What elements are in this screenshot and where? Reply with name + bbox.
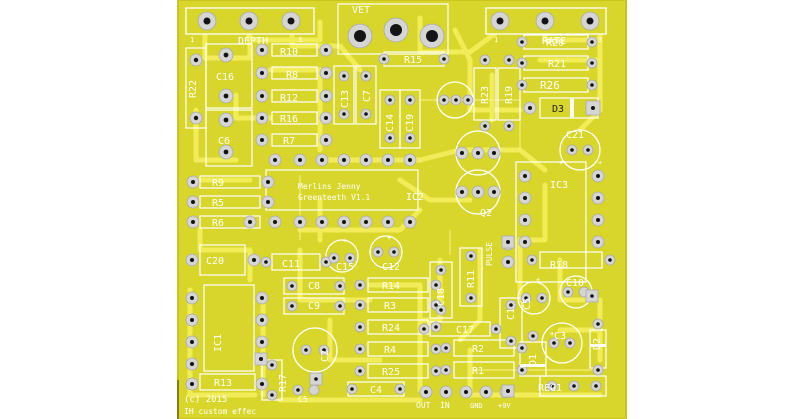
svg-text:R24: R24 [382, 323, 400, 334]
label-depth: DEPTH [238, 36, 268, 47]
silkscreen-labels: DEPTH RATE 1 3 1 3 VET R10 R8 R12 R16 R7… [184, 5, 603, 416]
svg-text:C8: C8 [308, 281, 320, 292]
svg-text:R16: R16 [280, 114, 298, 125]
svg-text:R14: R14 [382, 281, 400, 292]
svg-text:IC2: IC2 [406, 192, 424, 203]
svg-text:R23: R23 [480, 86, 491, 104]
svg-text:R7: R7 [283, 136, 295, 147]
svg-text:IN: IN [440, 401, 450, 410]
svg-text:REG1: REG1 [538, 383, 562, 394]
svg-text:R11: R11 [466, 270, 477, 288]
svg-text:C5: C5 [298, 395, 308, 404]
svg-text:R20: R20 [546, 38, 564, 49]
svg-text:+: + [387, 234, 391, 242]
svg-text:R5: R5 [212, 198, 224, 209]
svg-text:R21: R21 [548, 59, 566, 70]
brand-line-2: Greenteeth V1.1 [298, 193, 370, 202]
svg-text:C2: C2 [320, 350, 331, 362]
svg-text:R25: R25 [382, 367, 400, 378]
brand-line-1: Merlins Jenny [298, 182, 361, 191]
svg-text:R1: R1 [472, 366, 484, 377]
svg-text:R19: R19 [504, 86, 515, 104]
svg-text:Q2: Q2 [480, 208, 492, 219]
svg-text:C19: C19 [405, 114, 416, 132]
svg-text:C7: C7 [362, 90, 373, 102]
svg-text:D1: D1 [528, 354, 539, 366]
svg-text:1: 1 [494, 36, 498, 44]
svg-text:C15: C15 [336, 262, 354, 273]
svg-text:C6: C6 [218, 136, 230, 147]
svg-text:C18: C18 [436, 288, 447, 306]
svg-text:R8: R8 [286, 70, 298, 81]
svg-text:C10: C10 [566, 278, 584, 289]
svg-text:1: 1 [190, 36, 194, 44]
svg-text:(c) 2015: (c) 2015 [184, 395, 227, 405]
svg-text:3: 3 [298, 36, 302, 44]
svg-text:R12: R12 [280, 93, 298, 104]
svg-text:R6: R6 [212, 218, 224, 229]
svg-text:R10: R10 [280, 47, 298, 58]
svg-text:C14: C14 [385, 114, 396, 132]
svg-text:IH custom effec: IH custom effec [184, 407, 256, 416]
svg-text:R22: R22 [188, 80, 199, 98]
svg-text:R13: R13 [214, 378, 232, 389]
svg-text:D3: D3 [552, 104, 564, 115]
svg-text:R9: R9 [212, 178, 224, 189]
svg-text:R26: R26 [540, 79, 560, 92]
svg-text:R17: R17 [278, 374, 289, 392]
svg-text:+: + [598, 159, 602, 167]
pads [185, 11, 616, 401]
label-rate: RATE [542, 36, 566, 47]
svg-text:C12: C12 [382, 262, 400, 273]
label-vet: VET [352, 5, 370, 16]
svg-text:C20: C20 [206, 256, 224, 267]
svg-text:R15: R15 [404, 55, 422, 66]
svg-text:C9: C9 [308, 301, 320, 312]
svg-text:3: 3 [598, 36, 602, 44]
svg-text:+: + [536, 276, 540, 284]
svg-text:R2: R2 [472, 344, 484, 355]
svg-text:C21: C21 [566, 130, 584, 141]
svg-text:C17: C17 [456, 325, 474, 336]
svg-text:C11: C11 [282, 259, 300, 270]
svg-text:C4: C4 [370, 385, 382, 396]
svg-text:+: + [343, 237, 347, 245]
svg-text:+9V: +9V [498, 402, 511, 410]
svg-text:C16: C16 [216, 72, 234, 83]
svg-text:IC3: IC3 [550, 180, 568, 191]
svg-text:C1: C1 [506, 308, 517, 320]
svg-text:PULSE: PULSE [485, 242, 494, 266]
svg-text:R4: R4 [384, 345, 396, 356]
silkscreen-outlines [185, 3, 607, 401]
svg-text:GND: GND [470, 402, 483, 410]
svg-text:R3: R3 [384, 301, 396, 312]
svg-text:OUT: OUT [416, 401, 431, 410]
svg-text:C5: C5 [522, 298, 533, 310]
svg-text:D2: D2 [592, 338, 603, 350]
svg-text:C13: C13 [340, 90, 351, 108]
svg-text:IC1: IC1 [213, 334, 224, 352]
svg-text:C3: C3 [554, 331, 566, 342]
svg-text:+: + [550, 330, 554, 338]
svg-text:+: + [559, 159, 563, 167]
svg-text:R18: R18 [550, 260, 568, 271]
